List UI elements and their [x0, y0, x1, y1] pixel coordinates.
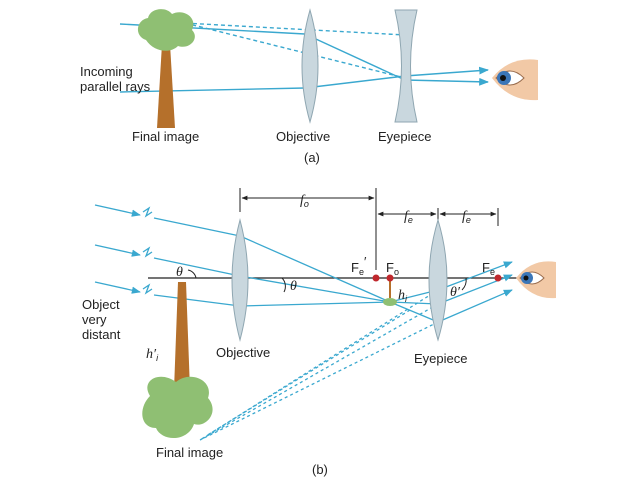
focal-point-fe-prime: [372, 274, 380, 282]
rays-b: [94, 204, 513, 441]
eyepiece-label-a: Eyepiece: [378, 129, 431, 144]
theta-arc-right: [281, 277, 286, 293]
object-label-line3: distant: [82, 327, 121, 342]
focal-length-fo: fo: [300, 193, 309, 209]
label-fe: Fe: [482, 260, 495, 277]
svg-text:hi: hi: [398, 288, 408, 304]
focal-length-fe-right: fe: [462, 209, 471, 225]
eyepiece-label-b: Eyepiece: [414, 351, 467, 366]
panel-a: Incoming parallel rays Final image Objec…: [80, 8, 538, 165]
focal-point-fe: [494, 274, 502, 282]
object-label-line2: very: [82, 312, 107, 327]
svg-text:h′i: h′i: [146, 347, 159, 363]
svg-text:Fo: Fo: [386, 260, 399, 277]
label-hi-prime: h′i: [146, 347, 159, 363]
objective-lens-a: [301, 8, 319, 124]
tree-icon: [137, 9, 195, 128]
intermediate-image: [383, 280, 397, 306]
incoming-label-line2: parallel rays: [80, 79, 151, 94]
label-fe-prime: Fe′: [351, 254, 367, 277]
final-image-label-a: Final image: [132, 129, 199, 144]
caption-a: (a): [304, 150, 320, 165]
focal-point-fo: [386, 274, 394, 282]
label-theta-right: θ: [290, 279, 297, 294]
eyepiece-lens-a: [394, 9, 418, 123]
tree-icon: [142, 282, 213, 439]
rays-a: [119, 17, 489, 93]
label-fo: Fo: [386, 260, 399, 277]
incoming-label-line1: Incoming: [80, 64, 133, 79]
final-image-label-b: Final image: [156, 445, 223, 460]
dimension-lines: [239, 188, 499, 270]
objective-label-a: Objective: [276, 129, 330, 144]
label-hi: hi: [398, 288, 408, 304]
eye-icon: [516, 261, 556, 299]
theta-arc-left: [187, 269, 197, 279]
object-label-line1: Object: [82, 297, 120, 312]
label-theta-prime: θ′: [450, 285, 461, 300]
label-theta-left: θ: [176, 265, 183, 280]
eye-icon: [492, 59, 538, 101]
svg-text:Fe′: Fe′: [351, 254, 367, 277]
eyepiece-lens-b: [428, 218, 448, 342]
theta-prime-arc: [461, 277, 467, 291]
svg-text:fe: fe: [404, 209, 413, 225]
caption-b: (b): [312, 462, 328, 477]
objective-lens-b: [231, 218, 249, 342]
panel-b: fo fe fe: [82, 188, 556, 477]
svg-text:fo: fo: [300, 193, 309, 209]
focal-length-fe-left: fe: [404, 209, 413, 225]
svg-text:Fe: Fe: [482, 260, 495, 277]
objective-label-b: Objective: [216, 345, 270, 360]
svg-text:fe: fe: [462, 209, 471, 225]
